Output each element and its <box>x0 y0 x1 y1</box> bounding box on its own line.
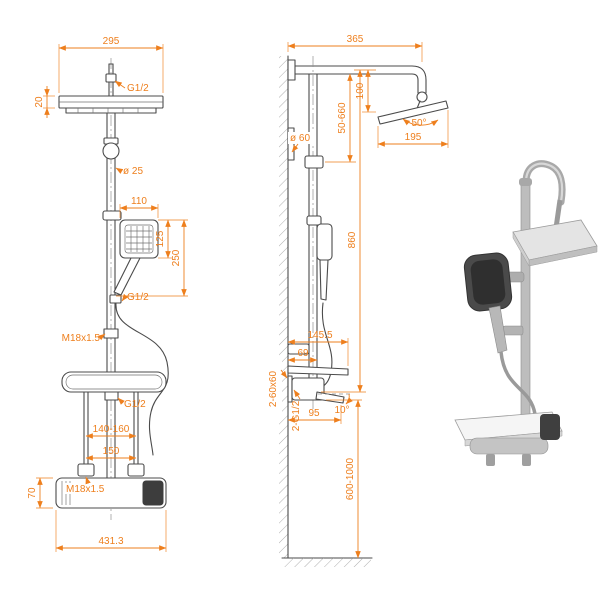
top-thread-fitting <box>105 73 117 83</box>
dim-head-depth: 195 <box>405 132 422 143</box>
dim-arm-reach: 365 <box>347 34 364 45</box>
side-view-dimensions: 365 100 50-660 50° 195 ø 60 860 <box>267 34 449 559</box>
dim-escutcheon-diameter: ø 60 <box>290 133 310 144</box>
render-handle-left <box>486 454 495 466</box>
handshower-holder <box>102 210 122 221</box>
eccentric-nut-right <box>127 463 145 477</box>
riser-union-nut <box>103 328 119 339</box>
dim-head-tilt: 50° <box>411 118 426 129</box>
side-view: 365 100 50-660 50° 195 ø 60 860 <box>267 34 449 567</box>
dim-shelf-reach: 145.5 <box>307 330 332 341</box>
hand-shower-side <box>316 223 333 261</box>
ball-joint <box>102 142 120 160</box>
shelf-side <box>287 365 349 376</box>
dim-head-width: 295 <box>103 36 120 47</box>
dim-handshower-width: 110 <box>131 196 147 207</box>
dim-head-thickness: 20 <box>34 96 45 108</box>
dim-overall-width: 431.3 <box>98 536 123 547</box>
dim-handshower-head-length: 125 <box>155 230 166 247</box>
dim-slider-range: 50-660 <box>337 102 348 134</box>
hose-nut <box>109 294 122 304</box>
front-view-dimensions: 295 G1/2 20 ø 25 110 125 <box>27 36 188 552</box>
floor-hatch <box>283 558 371 567</box>
render-hose <box>499 351 537 415</box>
wall-escutcheons <box>287 375 293 403</box>
dim-hose-connector: G1/2 <box>127 292 149 303</box>
dim-install-height: 600-1000 <box>345 457 356 500</box>
eccentric-nut-left <box>77 463 95 477</box>
render-handle-right <box>522 454 531 466</box>
rain-head-side <box>377 100 449 125</box>
render-wall-bracket <box>502 325 524 336</box>
dim-riser-diameter: ø 25 <box>123 166 143 177</box>
render-column <box>520 181 531 455</box>
arm-wall-flange <box>287 59 296 81</box>
dim-valve-height: 70 <box>27 487 38 499</box>
front-view: 295 G1/2 20 ø 25 110 125 <box>27 36 188 552</box>
head-ball-joint <box>416 91 428 103</box>
dim-riser-height: 860 <box>347 231 358 248</box>
dim-spout-reach: 95 <box>308 408 320 419</box>
dim-inlet-threads: 2-G1/2 <box>291 400 302 431</box>
slider-holder <box>304 155 324 169</box>
dim-top-connector: G1/2 <box>127 83 149 94</box>
dim-spout-angle: 10° <box>334 405 349 416</box>
dim-inlet-spacing-range: 140-160 <box>93 424 130 435</box>
side-view-geometry <box>279 55 449 567</box>
shelf-outlet-fitting <box>104 391 119 401</box>
dim-handshower-length: 250 <box>171 249 182 266</box>
dim-head-drop: 100 <box>355 82 366 99</box>
hand-shower-handle <box>113 257 141 296</box>
shower-hose <box>115 302 169 456</box>
render-valve-body <box>469 437 549 455</box>
dim-wall-plates: 2-60x60 <box>268 370 279 407</box>
dim-valve-nut: M18x1.5 <box>66 484 105 495</box>
front-view-geometry <box>55 58 169 520</box>
product-render <box>454 160 598 466</box>
dim-shelf-connector: G1/2 <box>124 399 146 410</box>
wall-hatch <box>279 56 288 558</box>
render-handle <box>488 305 508 354</box>
dim-riser-nut: M18x1.5 <box>62 333 101 344</box>
dim-inlet-spacing: 150 <box>103 446 120 457</box>
render-selector <box>540 414 560 440</box>
spray-plate <box>65 107 157 114</box>
selector-module <box>142 480 164 506</box>
dim-valve-reach: 69 <box>297 348 309 359</box>
